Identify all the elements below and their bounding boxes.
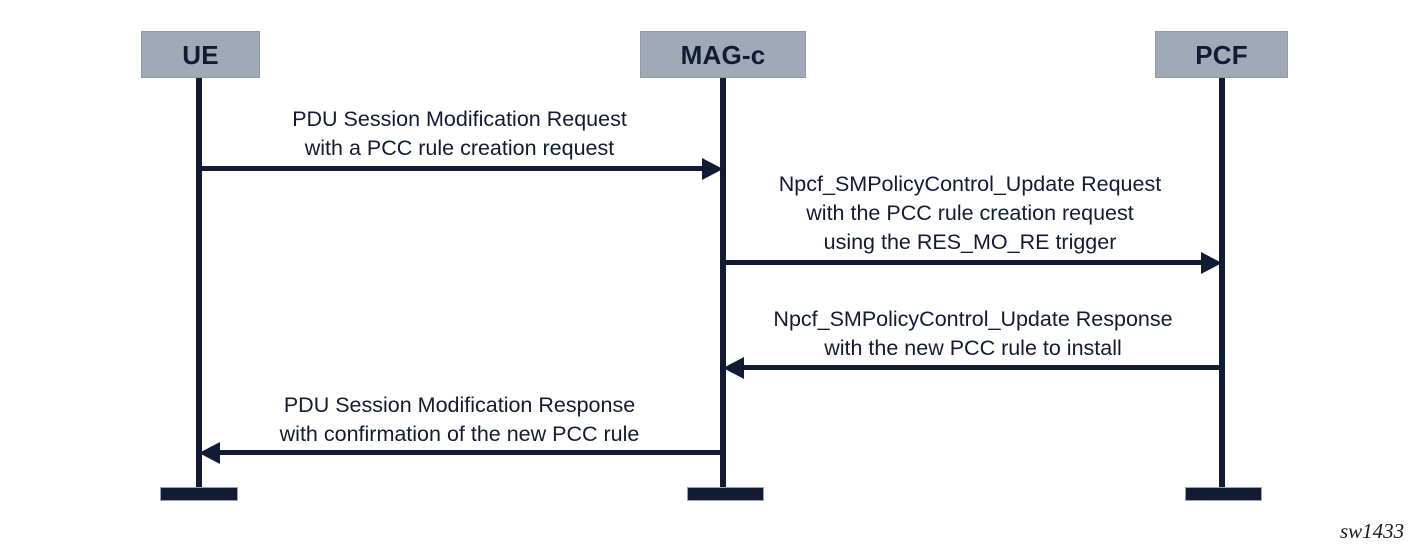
- message-4-line-2: with confirmation of the new PCC rule: [279, 422, 640, 446]
- actor-box-ue: UE: [141, 31, 260, 78]
- actor-label-magc: MAG-c: [680, 39, 766, 70]
- actor-label-ue: UE: [182, 39, 219, 70]
- message-2-arrowhead-icon: [1201, 251, 1222, 274]
- actor-label-pcf: PCF: [1195, 39, 1248, 70]
- lifeline-foot-magc: [687, 487, 764, 501]
- message-4-line-1: PDU Session Modification Response: [283, 393, 636, 417]
- actor-box-pcf: PCF: [1155, 31, 1288, 78]
- message-2-line-1: Npcf_SMPolicyControl_Update Request: [778, 172, 1162, 196]
- message-2-line-2: with the PCC rule creation request: [806, 201, 1134, 225]
- message-3-label: Npcf_SMPolicyControl_Update Response wit…: [723, 305, 1223, 363]
- message-3-line: [744, 365, 1225, 370]
- lifeline-foot-ue: [160, 487, 238, 501]
- message-4-label: PDU Session Modification Response with c…: [196, 391, 723, 449]
- message-1-arrowhead-icon: [702, 157, 723, 180]
- figure-id-tag: sw1433: [1340, 519, 1405, 543]
- message-1-line: [196, 166, 703, 171]
- message-1-line-1: PDU Session Modification Request: [292, 107, 627, 131]
- actor-box-magc: MAG-c: [640, 31, 806, 78]
- lifeline-pcf: [1219, 78, 1225, 490]
- message-3-line-2: with the new PCC rule to install: [824, 336, 1122, 360]
- lifeline-foot-pcf: [1185, 487, 1262, 501]
- lifeline-magc: [720, 78, 726, 490]
- message-4-line: [220, 450, 726, 455]
- message-2-line-3: using the RES_MO_RE trigger: [823, 230, 1117, 254]
- message-2-line: [720, 260, 1202, 265]
- message-4-arrowhead-icon: [199, 441, 220, 464]
- message-2-label: Npcf_SMPolicyControl_Update Request with…: [720, 170, 1220, 257]
- lifeline-ue: [196, 78, 202, 490]
- message-1-label: PDU Session Modification Request with a …: [196, 105, 723, 163]
- message-1-line-2: with a PCC rule creation request: [304, 136, 615, 160]
- message-3-arrowhead-icon: [723, 356, 744, 379]
- message-3-line-1: Npcf_SMPolicyControl_Update Response: [773, 307, 1173, 331]
